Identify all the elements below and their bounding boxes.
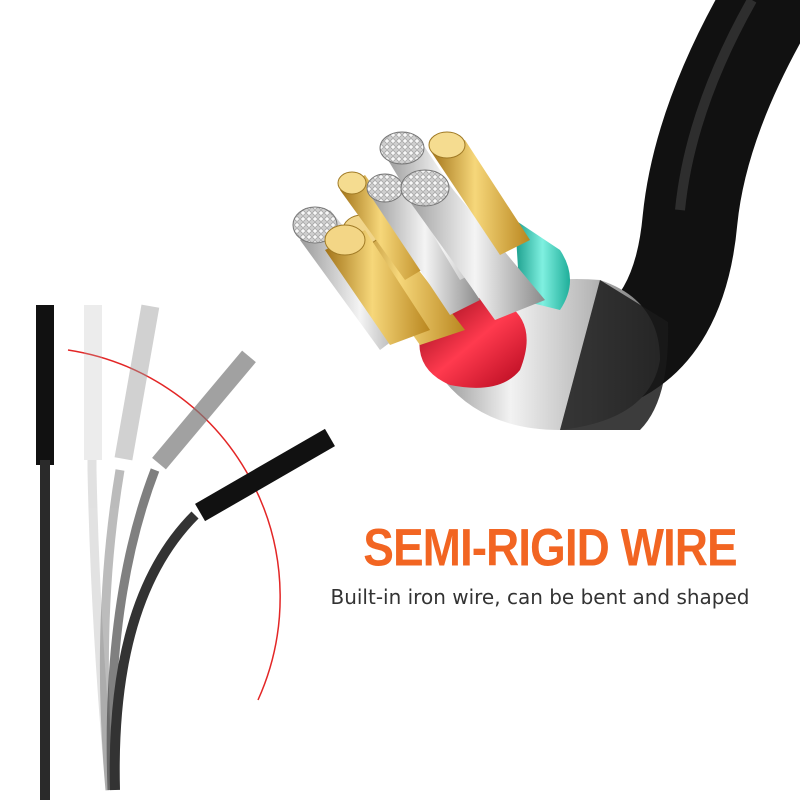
conductor-bundle [292,131,545,350]
cable-cross-section-icon [292,0,800,430]
probe-position-1 [84,305,115,791]
headline: SEMI-RIGID WIRE [363,517,737,577]
probe-straight [36,305,54,800]
probe-position-4 [109,428,335,791]
subline: Built-in iron wire, can be bent and shap… [330,585,750,609]
